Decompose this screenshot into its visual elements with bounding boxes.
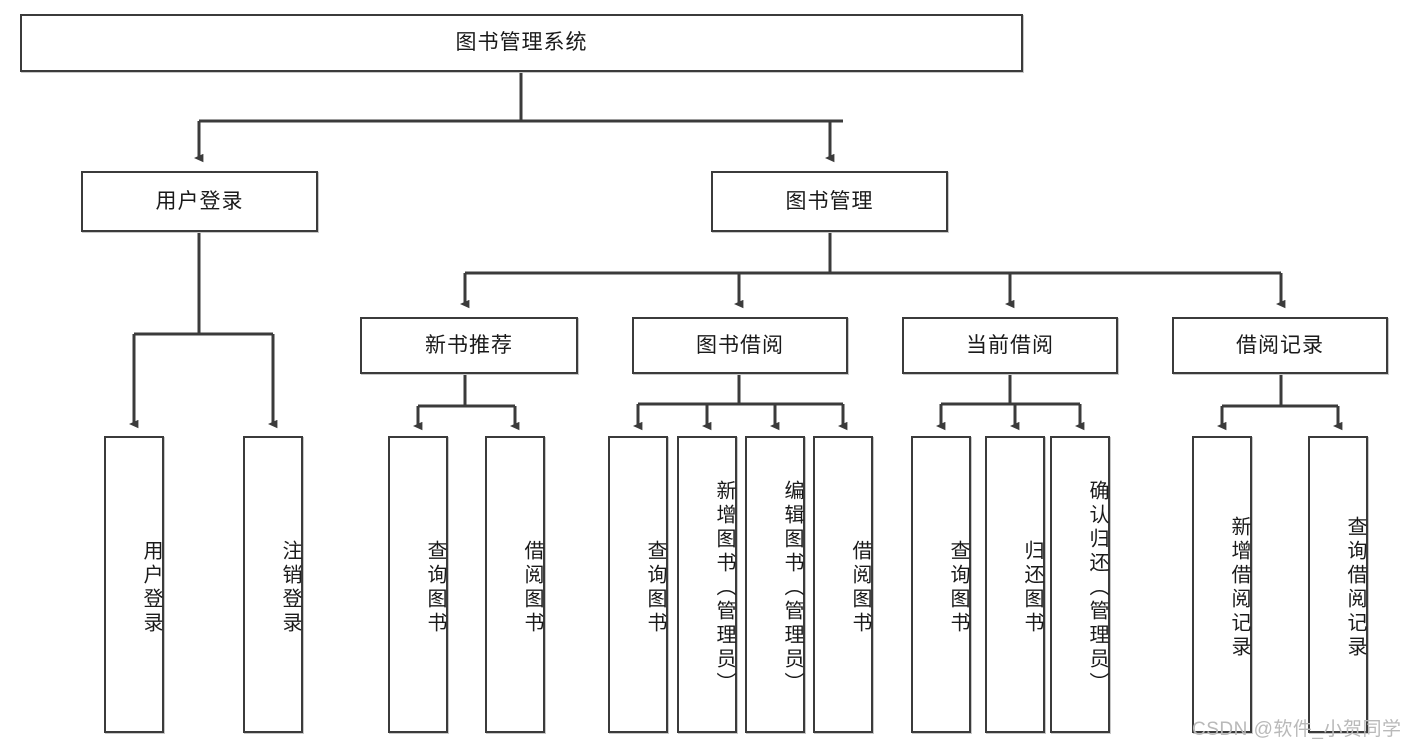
csdn-watermark: CSDN @软件_小贺同学	[1192, 719, 1402, 740]
node-book-management-label: 图书管理	[785, 189, 874, 213]
node-leaf-query-record-label: 查询借阅记录	[1344, 515, 1366, 660]
node-leaf-user-login-label: 用户登录	[140, 539, 162, 636]
node-leaf-query-book-1[interactable]: 查询图书	[388, 436, 448, 733]
node-borrow-record-label: 借阅记录	[1236, 333, 1324, 357]
node-leaf-query-book-3-label: 查询图书	[947, 539, 969, 636]
node-root-system[interactable]: 图书管理系统	[20, 14, 1023, 72]
node-user-login-label: 用户登录	[155, 189, 244, 213]
node-leaf-query-book-3[interactable]: 查询图书	[911, 436, 971, 733]
node-leaf-borrow-book-1-label: 借阅图书	[521, 539, 543, 636]
node-leaf-return-book[interactable]: 归还图书	[985, 436, 1045, 733]
node-user-login[interactable]: 用户登录	[81, 171, 318, 232]
node-leaf-confirm-return-label: 确认归还（管理员）	[1086, 479, 1108, 696]
node-leaf-return-book-label: 归还图书	[1021, 539, 1043, 636]
node-root-system-label: 图书管理系统	[455, 31, 588, 55]
node-leaf-logout-label: 注销登录	[279, 539, 301, 636]
node-leaf-borrow-book-2-label: 借阅图书	[849, 539, 871, 636]
node-book-borrow[interactable]: 图书借阅	[632, 317, 848, 374]
node-leaf-user-login[interactable]: 用户登录	[104, 436, 164, 733]
node-leaf-query-book-2[interactable]: 查询图书	[608, 436, 668, 733]
node-leaf-query-record[interactable]: 查询借阅记录	[1308, 436, 1368, 733]
node-leaf-confirm-return[interactable]: 确认归还（管理员）	[1050, 436, 1110, 733]
node-new-book-recommend-label: 新书推荐	[425, 333, 513, 357]
node-leaf-add-book[interactable]: 新增图书（管理员）	[677, 436, 737, 733]
node-leaf-borrow-book-2[interactable]: 借阅图书	[813, 436, 873, 733]
node-current-borrow-label: 当前借阅	[966, 333, 1054, 357]
node-book-management[interactable]: 图书管理	[711, 171, 948, 232]
node-leaf-query-book-2-label: 查询图书	[644, 539, 666, 636]
node-leaf-add-book-label: 新增图书（管理员）	[713, 479, 735, 696]
node-leaf-logout[interactable]: 注销登录	[243, 436, 303, 733]
node-new-book-recommend[interactable]: 新书推荐	[360, 317, 578, 374]
node-leaf-add-record[interactable]: 新增借阅记录	[1192, 436, 1252, 733]
node-leaf-query-book-1-label: 查询图书	[424, 539, 446, 636]
node-book-borrow-label: 图书借阅	[696, 333, 784, 357]
node-leaf-borrow-book-1[interactable]: 借阅图书	[485, 436, 545, 733]
node-borrow-record[interactable]: 借阅记录	[1172, 317, 1388, 374]
node-leaf-add-record-label: 新增借阅记录	[1228, 515, 1250, 660]
node-leaf-edit-book[interactable]: 编辑图书（管理员）	[745, 436, 805, 733]
node-current-borrow[interactable]: 当前借阅	[902, 317, 1118, 374]
node-leaf-edit-book-label: 编辑图书（管理员）	[781, 479, 803, 696]
